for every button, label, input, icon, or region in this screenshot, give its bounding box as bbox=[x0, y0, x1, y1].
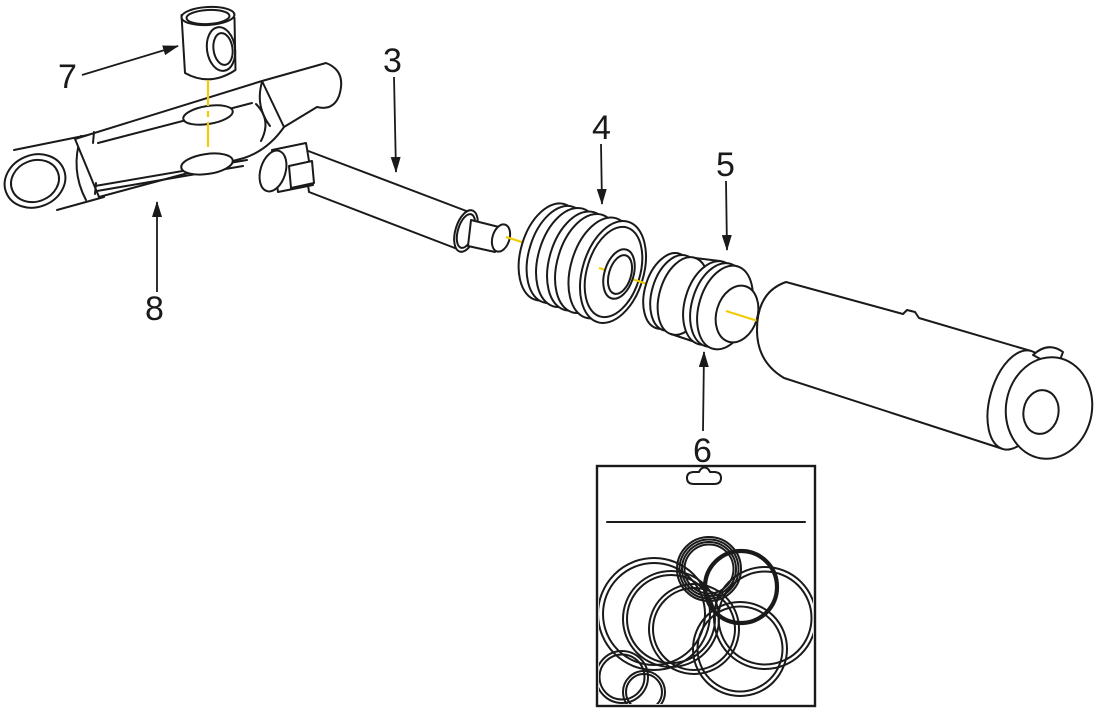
callout-7-arrow bbox=[81, 45, 179, 76]
rod-tip bbox=[490, 223, 512, 253]
thick-oring bbox=[702, 548, 780, 626]
callout-5-arrow bbox=[721, 180, 732, 251]
rod-flat-notch bbox=[288, 160, 315, 189]
callout-3: 3 bbox=[383, 42, 402, 173]
callout-4-arrow bbox=[596, 143, 607, 205]
rod-shaft bbox=[302, 148, 470, 251]
callout-7: 7 bbox=[58, 45, 179, 96]
pin-body bbox=[180, 14, 237, 81]
yoke-plate bbox=[74, 80, 285, 198]
callout-8-label: 8 bbox=[145, 290, 164, 328]
cylinder-eye-hole bbox=[1022, 389, 1060, 435]
callout-4: 4 bbox=[592, 109, 611, 205]
callout-5: 5 bbox=[716, 146, 735, 251]
oring-bag bbox=[595, 464, 817, 708]
part-gland bbox=[642, 252, 778, 351]
callout-7-label: 7 bbox=[58, 58, 77, 96]
callout-3-label: 3 bbox=[383, 42, 402, 80]
euro-slot-hole bbox=[686, 466, 722, 485]
callout-6-arrow bbox=[698, 351, 709, 432]
part-cylinder-body bbox=[756, 281, 1094, 460]
part-yoke bbox=[3, 62, 343, 211]
part-piston bbox=[517, 202, 660, 324]
oring-set bbox=[599, 536, 813, 704]
pin-cross-hole bbox=[205, 26, 237, 72]
callout-4-label: 4 bbox=[592, 109, 611, 147]
rod-end-face bbox=[258, 149, 288, 193]
part-piston-rod bbox=[258, 142, 512, 253]
callout-6: 6 bbox=[693, 351, 712, 470]
callout-3-arrow bbox=[390, 76, 401, 173]
callout-5-label: 5 bbox=[716, 146, 735, 184]
callout-8: 8 bbox=[145, 201, 164, 328]
callout-6-label: 6 bbox=[693, 432, 712, 470]
yoke-lower-slot bbox=[180, 152, 234, 176]
part-pivot-pin bbox=[180, 5, 237, 81]
